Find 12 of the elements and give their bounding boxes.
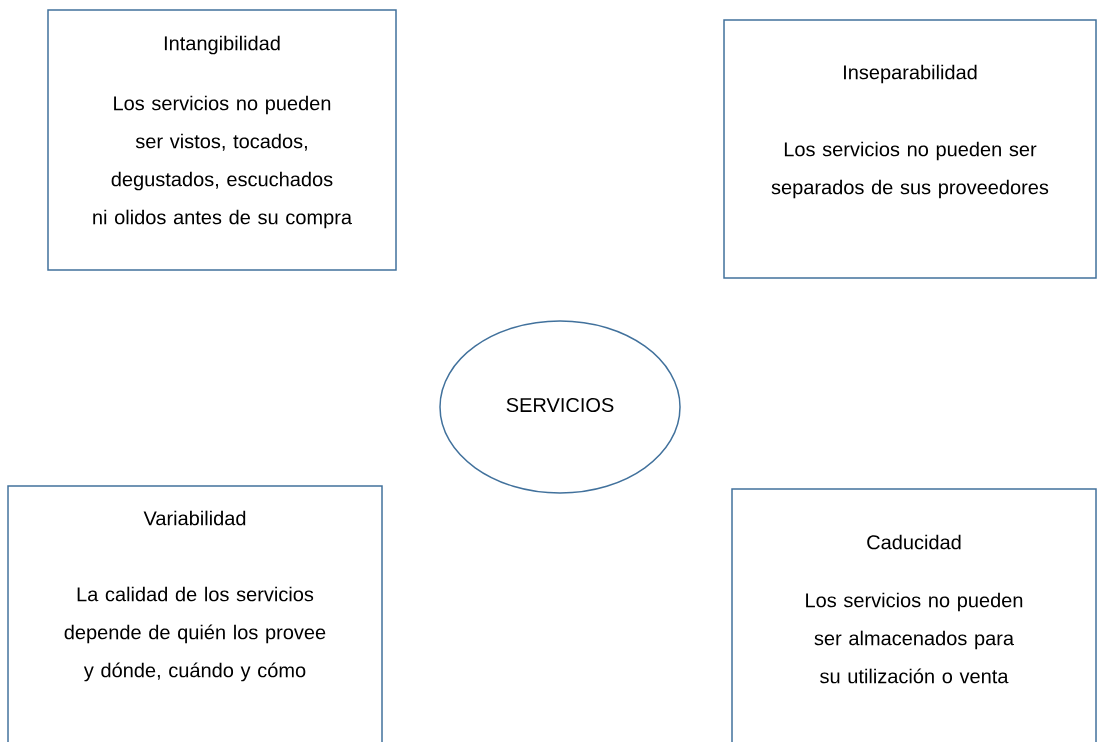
box-heading: Variabilidad — [143, 510, 246, 526]
box-description: La calidad de los servicios depende de quién los provee y dónde, cuándo y cómo — [64, 586, 326, 682]
text-box — [7, 485, 383, 742]
text-box — [47, 9, 397, 271]
text-box — [731, 488, 1097, 742]
box-description: Los servicios no pueden ser vistos, tocados, degustados, escuchados ni olidos antes de su compra — [93, 95, 352, 229]
box-description: Los servicios no pueden ser separados de sus proveedores — [771, 141, 1049, 199]
box-heading: Caducidad — [867, 534, 961, 550]
box-heading: Intangibilidad — [164, 35, 280, 55]
text-box — [723, 19, 1097, 279]
box-heading: Inseparabilidad — [844, 64, 977, 84]
box-description: Los servicios no pueden ser almacenados para su utilización o venta — [806, 592, 1023, 684]
